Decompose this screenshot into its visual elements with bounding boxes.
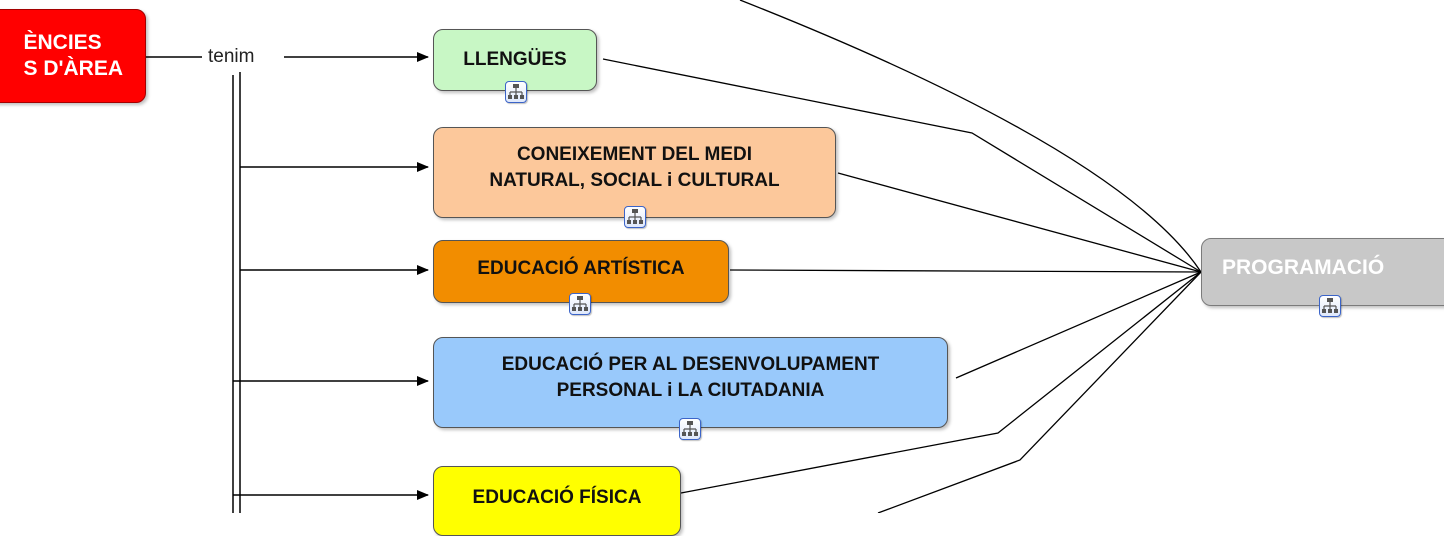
link-phrase-tenim: tenim xyxy=(204,46,259,68)
concept-programacio-label: PROGRAMACIÓ xyxy=(1222,256,1385,279)
concept-map-icon[interactable] xyxy=(679,418,701,440)
concept-desenvolupament-label: EDUCACIÓ PER AL DESENVOLUPAMENT PERSONAL… xyxy=(501,353,880,401)
concept-llengues[interactable]: LLENGÜES xyxy=(433,29,597,91)
line-artistica-programacio xyxy=(729,269,1202,273)
line-llengues-programacio xyxy=(602,58,1202,273)
line-coneixement-programacio xyxy=(837,172,1202,273)
concept-artistica[interactable]: EDUCACIÓ ARTÍSTICA xyxy=(433,240,729,303)
line-desenvolupament-programacio xyxy=(955,271,1202,379)
concept-programacio[interactable]: PROGRAMACIÓ xyxy=(1201,238,1444,306)
concept-map-icon[interactable] xyxy=(505,81,527,103)
source-concept-node[interactable]: ÈNCIES S D'ÀREA xyxy=(0,9,146,103)
concept-desenvolupament[interactable]: EDUCACIÓ PER AL DESENVOLUPAMENT PERSONAL… xyxy=(433,337,948,428)
line-fisica-programacio xyxy=(680,271,1202,494)
concept-llengues-label: LLENGÜES xyxy=(463,49,567,70)
connection-lines xyxy=(146,0,1202,513)
source-concept-label: ÈNCIES S D'ÀREA xyxy=(23,31,123,80)
concept-fisica[interactable]: EDUCACIÓ FÍSICA xyxy=(433,466,681,536)
line-bottom-programacio xyxy=(877,271,1202,513)
concept-coneixement-label: CONEIXEMENT DEL MEDI NATURAL, SOCIAL i C… xyxy=(489,143,780,191)
concept-coneixement[interactable]: CONEIXEMENT DEL MEDI NATURAL, SOCIAL i C… xyxy=(433,127,836,218)
concept-fisica-label: EDUCACIÓ FÍSICA xyxy=(472,487,642,508)
concept-map-icon[interactable] xyxy=(569,293,591,315)
concept-map-icon[interactable] xyxy=(624,206,646,228)
concept-map-icon[interactable] xyxy=(1319,295,1341,317)
line-top-curve xyxy=(739,0,1202,273)
concept-artistica-label: EDUCACIÓ ARTÍSTICA xyxy=(477,257,685,279)
